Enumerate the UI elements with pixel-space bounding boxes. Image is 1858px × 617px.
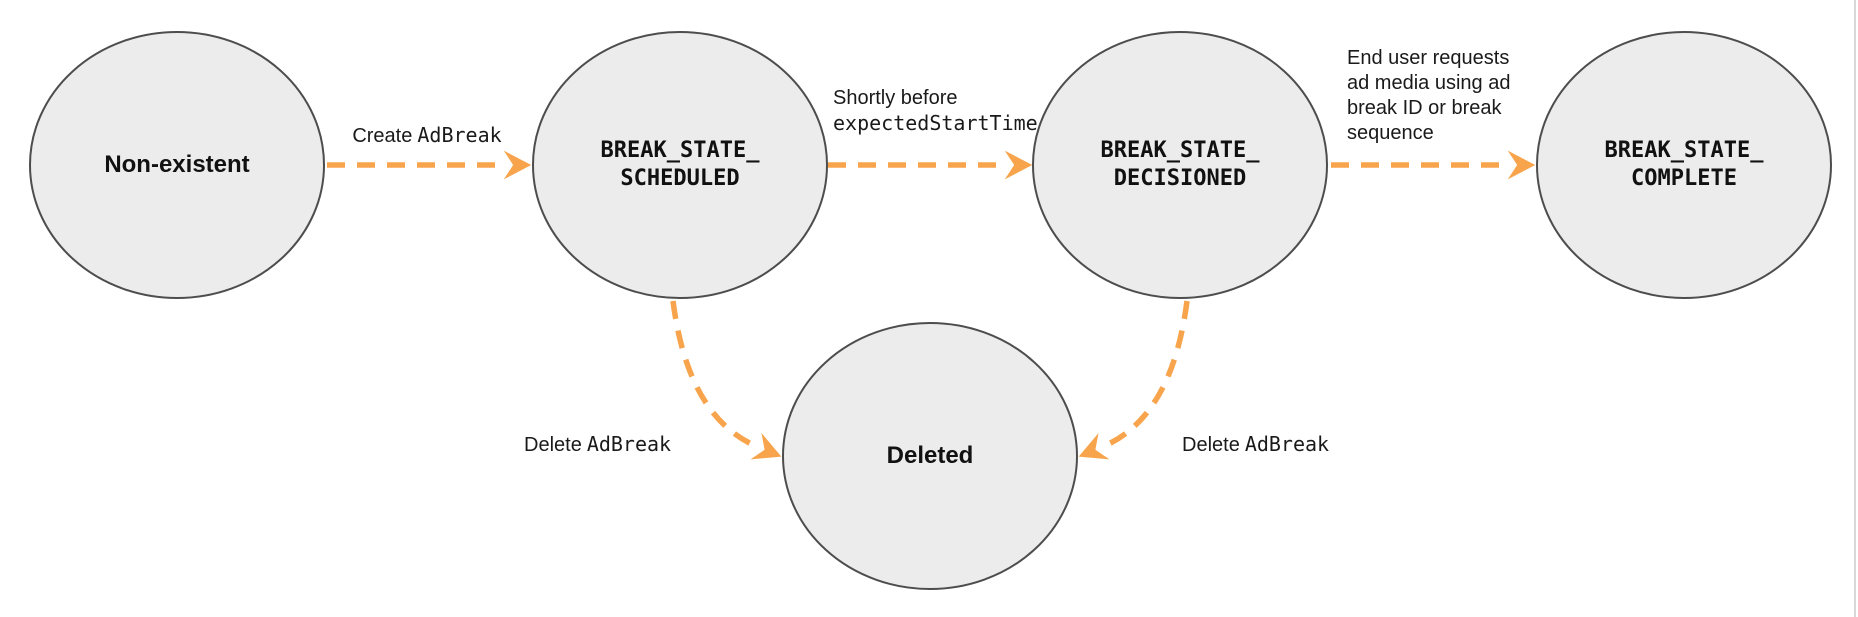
edge-label-end-user-request: End user requests ad media using ad brea… <box>1347 46 1510 146</box>
state-label-line: SCHEDULED <box>620 166 740 191</box>
state-circle-non-existent <box>29 31 325 299</box>
edge-label-line: break ID or break <box>1347 97 1502 119</box>
state-circle-break-state-scheduled <box>532 31 828 299</box>
state-label-line: DECISIONED <box>1113 166 1247 191</box>
state-circle-deleted <box>782 322 1078 590</box>
edge-label-code: AdBreak <box>1244 432 1330 456</box>
state-label-line: BREAK_STATE_ <box>1100 138 1260 163</box>
state-circle-break-state-decisioned <box>1032 31 1328 299</box>
state-label-line: COMPLETE <box>1631 166 1737 191</box>
state-label-break-state-complete: BREAK_STATE_ COMPLETE <box>1537 137 1831 193</box>
edge-label-code: AdBreak <box>586 432 672 456</box>
state-label-break-state-scheduled: BREAK_STATE_ SCHEDULED <box>533 137 827 193</box>
state-label-line: BREAK_STATE_ <box>1604 138 1764 163</box>
content-edge-divider <box>1854 0 1856 617</box>
edge-label-text: Delete <box>1182 434 1240 456</box>
state-label-break-state-decisioned: BREAK_STATE_ DECISIONED <box>1033 137 1327 193</box>
edge-label-code: expectedStartTime <box>833 111 1038 135</box>
edge-label-line: End user requests <box>1347 47 1510 69</box>
arrow-delete-from-decisioned <box>1078 300 1190 460</box>
state-label-deleted: Deleted <box>886 442 974 469</box>
edge-label-text: Delete <box>524 434 582 456</box>
edge-label-line: ad media using ad <box>1347 72 1511 94</box>
edge-label-shortly-before: Shortly before expectedStartTime <box>833 86 1038 136</box>
state-label-line: BREAK_STATE_ <box>600 138 760 163</box>
state-label-non-existent: Non-existent <box>104 151 250 178</box>
state-circle-break-state-complete <box>1536 31 1832 299</box>
arrow-delete-from-scheduled <box>670 300 782 460</box>
edge-label-text: Shortly before <box>833 87 958 109</box>
edge-label-code: AdBreak <box>417 123 502 147</box>
edge-label-line: sequence <box>1347 122 1434 144</box>
edge-label-text: Create <box>352 125 413 147</box>
